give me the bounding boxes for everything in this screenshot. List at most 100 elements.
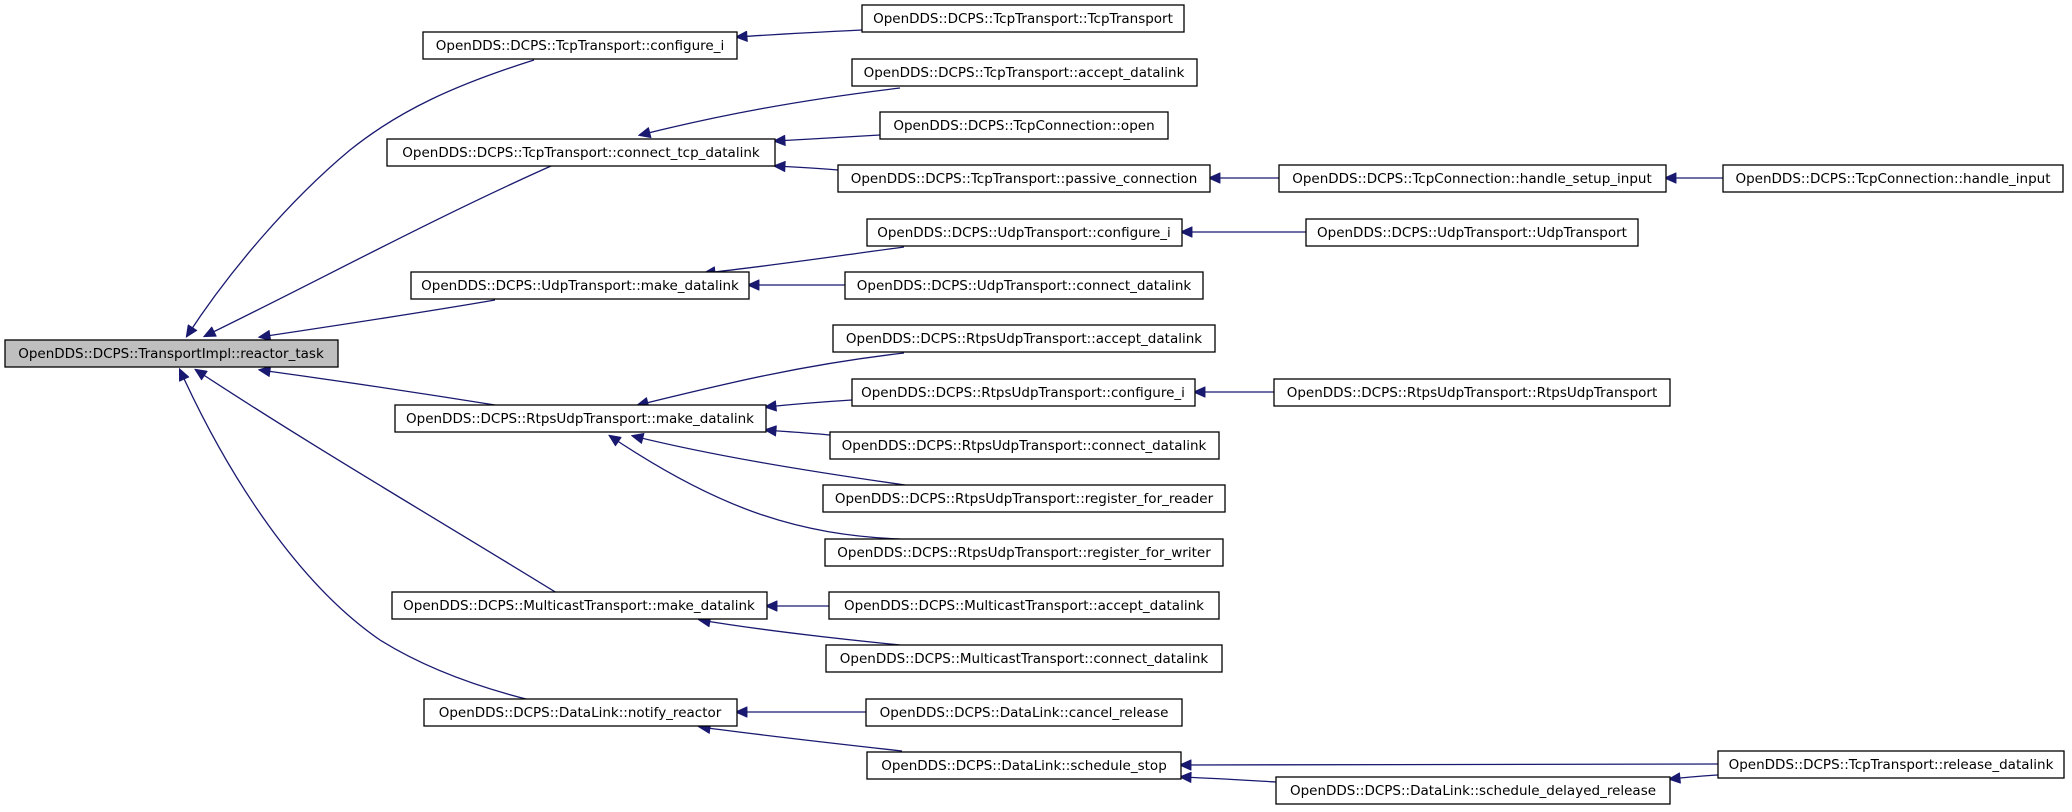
edge-udp-configure-i-to-udp-make-datalink (705, 246, 905, 273)
node-tcpconn-open-label: OpenDDS::DCPS::TcpConnection::open (893, 118, 1154, 134)
node-mcast-accept-datalink[interactable]: OpenDDS::DCPS::MulticastTransport::accep… (828, 591, 1220, 620)
node-tcp-connect-tcp-datalink-label: OpenDDS::DCPS::TcpTransport::connect_tcp… (402, 145, 760, 161)
node-rtps-accept-datalink[interactable]: OpenDDS::DCPS::RtpsUdpTransport::accept_… (832, 324, 1216, 353)
node-rtps-make-datalink-box (394, 404, 767, 433)
node-reactor-task[interactable]: OpenDDS::DCPS::TransportImpl::reactor_ta… (4, 339, 339, 368)
node-tcp-passive-connection-box (837, 164, 1211, 193)
node-tcp-configure-i-box (422, 31, 738, 60)
node-rtps-configure-i-label: OpenDDS::DCPS::RtpsUdpTransport::configu… (861, 385, 1185, 401)
node-udp-make-datalink-box (410, 271, 750, 300)
node-dl-schedule-delayed-release[interactable]: OpenDDS::DCPS::DataLink::schedule_delaye… (1275, 776, 1671, 805)
node-rtps-configure-i[interactable]: OpenDDS::DCPS::RtpsUdpTransport::configu… (851, 378, 1196, 407)
node-layer: OpenDDS::DCPS::TransportImpl::reactor_ta… (4, 4, 2065, 805)
node-rtps-connect-datalink-box (829, 431, 1220, 460)
edge-tcp-release-datalink-to-dl-schedule-delayed-release (1670, 775, 1719, 779)
edge-rtps-register-for-writer-to-rtps-make-datalink (610, 436, 901, 540)
node-tcpconn-handle-setup-input[interactable]: OpenDDS::DCPS::TcpConnection::handle_set… (1278, 164, 1667, 193)
node-mcast-accept-datalink-label: OpenDDS::DCPS::MulticastTransport::accep… (844, 598, 1204, 614)
edge-rtps-configure-i-to-rtps-make-datalink (766, 399, 853, 407)
node-mcast-make-datalink-box (391, 591, 768, 620)
node-tcp-release-datalink[interactable]: OpenDDS::DCPS::TcpTransport::release_dat… (1717, 750, 2065, 779)
edge-udp-make-datalink-to-reactor-task (260, 299, 496, 337)
node-mcast-connect-datalink-label: OpenDDS::DCPS::MulticastTransport::conne… (840, 651, 1209, 667)
node-tcpconn-handle-input-label: OpenDDS::DCPS::TcpConnection::handle_inp… (1735, 171, 2050, 187)
edge-rtps-accept-datalink-to-rtps-make-datalink (638, 352, 905, 405)
node-tcpconn-open-box (879, 111, 1169, 140)
node-tcp-configure-i[interactable]: OpenDDS::DCPS::TcpTransport::configure_i (422, 31, 738, 60)
edge-tcpconn-open-to-tcp-connect (775, 134, 881, 141)
node-dl-cancel-release[interactable]: OpenDDS::DCPS::DataLink::cancel_release (865, 698, 1183, 727)
node-tcpconn-handle-input[interactable]: OpenDDS::DCPS::TcpConnection::handle_inp… (1722, 164, 2064, 193)
node-tcp-ctor-label: OpenDDS::DCPS::TcpTransport::TcpTranspor… (873, 11, 1173, 27)
node-rtps-configure-i-box (851, 378, 1196, 407)
node-dl-notify-reactor-box (423, 698, 738, 727)
node-mcast-make-datalink-label: OpenDDS::DCPS::MulticastTransport::make_… (403, 598, 755, 614)
node-dl-schedule-stop-label: OpenDDS::DCPS::DataLink::schedule_stop (881, 758, 1167, 774)
node-udp-make-datalink-label: OpenDDS::DCPS::UdpTransport::make_datali… (421, 278, 739, 294)
node-udp-configure-i[interactable]: OpenDDS::DCPS::UdpTransport::configure_i (866, 218, 1183, 247)
edge-rtps-register-for-reader-to-rtps-make-datalink (633, 436, 906, 486)
node-rtps-register-for-reader-box (822, 484, 1226, 513)
node-rtps-register-for-reader-label: OpenDDS::DCPS::RtpsUdpTransport::registe… (835, 491, 1214, 507)
node-dl-notify-reactor-label: OpenDDS::DCPS::DataLink::notify_reactor (439, 705, 722, 721)
edge-tcp-release-datalink-to-dl-schedule-stop (1181, 764, 1719, 765)
edge-tcp-configure-i-to-reactor-task (187, 59, 535, 336)
node-udp-ctor-box (1305, 218, 1639, 247)
node-tcpconn-handle-input-box (1722, 164, 2064, 193)
edge-tcp-accept-datalink-to-tcp-connect (640, 87, 901, 135)
edge-rtps-make-datalink-to-reactor-task (260, 370, 496, 406)
node-dl-cancel-release-box (865, 698, 1183, 727)
node-rtps-accept-datalink-box (832, 324, 1216, 353)
node-rtps-register-for-writer-box (824, 538, 1224, 567)
node-rtps-ctor-label: OpenDDS::DCPS::RtpsUdpTransport::RtpsUdp… (1287, 385, 1658, 401)
node-udp-ctor[interactable]: OpenDDS::DCPS::UdpTransport::UdpTranspor… (1305, 218, 1639, 247)
node-tcp-release-datalink-label: OpenDDS::DCPS::TcpTransport::release_dat… (1729, 757, 2054, 773)
edge-rtps-connect-datalink-to-rtps-make-datalink (766, 430, 831, 435)
edge-dl-notify-reactor-to-reactor-task (180, 370, 531, 701)
node-tcpconn-handle-setup-input-box (1278, 164, 1667, 193)
node-tcp-ctor-box (861, 4, 1185, 33)
node-rtps-accept-datalink-label: OpenDDS::DCPS::RtpsUdpTransport::accept_… (846, 331, 1202, 347)
node-mcast-accept-datalink-box (828, 591, 1220, 620)
node-dl-schedule-stop[interactable]: OpenDDS::DCPS::DataLink::schedule_stop (866, 751, 1182, 780)
node-dl-cancel-release-label: OpenDDS::DCPS::DataLink::cancel_release (880, 705, 1169, 721)
node-rtps-make-datalink[interactable]: OpenDDS::DCPS::RtpsUdpTransport::make_da… (394, 404, 767, 433)
node-reactor-task-box (4, 339, 339, 368)
node-dl-notify-reactor[interactable]: OpenDDS::DCPS::DataLink::notify_reactor (423, 698, 738, 727)
node-tcp-accept-datalink-label: OpenDDS::DCPS::TcpTransport::accept_data… (864, 65, 1185, 81)
node-tcp-configure-i-label: OpenDDS::DCPS::TcpTransport::configure_i (436, 38, 724, 54)
node-tcpconn-handle-setup-input-label: OpenDDS::DCPS::TcpConnection::handle_set… (1292, 171, 1652, 187)
node-tcpconn-open[interactable]: OpenDDS::DCPS::TcpConnection::open (879, 111, 1169, 140)
node-tcp-accept-datalink[interactable]: OpenDDS::DCPS::TcpTransport::accept_data… (851, 58, 1198, 87)
node-rtps-ctor-box (1273, 378, 1671, 407)
edge-tcp-connect-tcp-datalink-to-reactor-task (205, 165, 552, 336)
edge-dl-schedule-stop-to-dl-notify-reactor (700, 727, 903, 752)
node-mcast-connect-datalink[interactable]: OpenDDS::DCPS::MulticastTransport::conne… (825, 644, 1223, 673)
node-udp-make-datalink[interactable]: OpenDDS::DCPS::UdpTransport::make_datali… (410, 271, 750, 300)
node-tcp-connect-tcp-datalink[interactable]: OpenDDS::DCPS::TcpTransport::connect_tcp… (386, 138, 776, 167)
node-tcp-ctor[interactable]: OpenDDS::DCPS::TcpTransport::TcpTranspor… (861, 4, 1185, 33)
edge-tcp-ctor-to-tcp-configure-i (737, 29, 863, 37)
node-rtps-register-for-writer[interactable]: OpenDDS::DCPS::RtpsUdpTransport::registe… (824, 538, 1224, 567)
node-rtps-register-for-writer-label: OpenDDS::DCPS::RtpsUdpTransport::registe… (837, 545, 1211, 561)
node-rtps-ctor[interactable]: OpenDDS::DCPS::RtpsUdpTransport::RtpsUdp… (1273, 378, 1671, 407)
node-udp-ctor-label: OpenDDS::DCPS::UdpTransport::UdpTranspor… (1317, 225, 1627, 241)
node-dl-schedule-delayed-release-label: OpenDDS::DCPS::DataLink::schedule_delaye… (1290, 783, 1656, 799)
node-dl-schedule-delayed-release-box (1275, 776, 1671, 805)
edge-dl-schedule-delayed-release-to-dl-schedule-stop (1181, 777, 1277, 782)
node-reactor-task-label: OpenDDS::DCPS::TransportImpl::reactor_ta… (18, 346, 324, 362)
node-tcp-passive-connection[interactable]: OpenDDS::DCPS::TcpTransport::passive_con… (837, 164, 1211, 193)
node-tcp-accept-datalink-box (851, 58, 1198, 87)
edge-mcast-connect-datalink-to-mcast-make-datalink (700, 620, 901, 646)
node-tcp-passive-connection-label: OpenDDS::DCPS::TcpTransport::passive_con… (851, 171, 1198, 187)
node-tcp-release-datalink-box (1717, 750, 2065, 779)
node-tcp-connect-tcp-datalink-box (386, 138, 776, 167)
node-rtps-connect-datalink-label: OpenDDS::DCPS::RtpsUdpTransport::connect… (842, 438, 1207, 454)
node-mcast-make-datalink[interactable]: OpenDDS::DCPS::MulticastTransport::make_… (391, 591, 768, 620)
node-udp-configure-i-label: OpenDDS::DCPS::UdpTransport::configure_i (877, 225, 1171, 241)
node-rtps-make-datalink-label: OpenDDS::DCPS::RtpsUdpTransport::make_da… (406, 411, 754, 427)
node-rtps-connect-datalink[interactable]: OpenDDS::DCPS::RtpsUdpTransport::connect… (829, 431, 1220, 460)
node-rtps-register-for-reader[interactable]: OpenDDS::DCPS::RtpsUdpTransport::registe… (822, 484, 1226, 513)
node-udp-connect-datalink[interactable]: OpenDDS::DCPS::UdpTransport::connect_dat… (844, 271, 1204, 300)
